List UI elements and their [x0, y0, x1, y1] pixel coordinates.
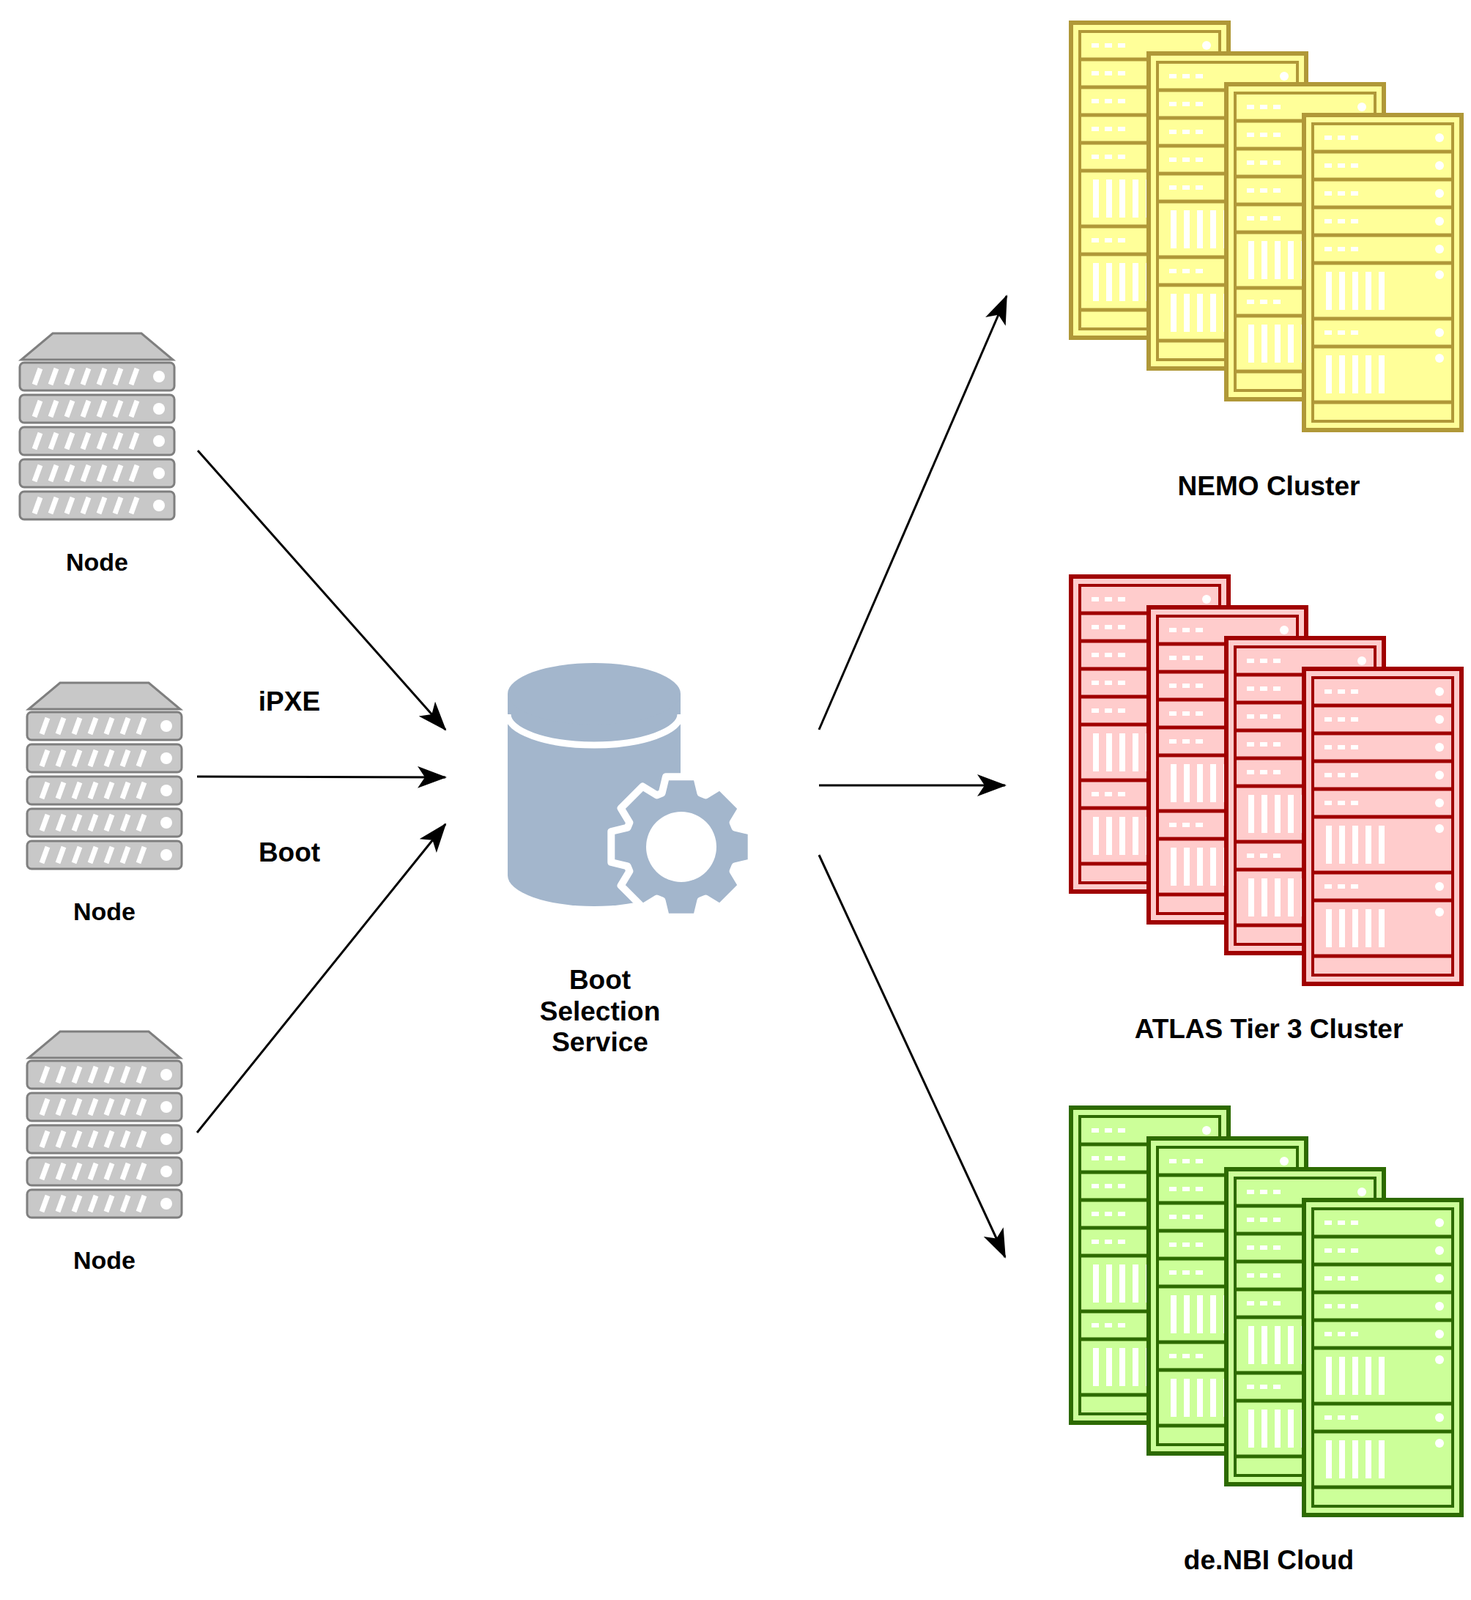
edge-caption: iPXE [255, 686, 324, 718]
node-label: Node [25, 1246, 184, 1275]
server-icon [27, 1031, 182, 1218]
server-node: Node [25, 1029, 184, 1275]
arrow-connector [197, 824, 446, 1133]
server-node: Node [25, 681, 184, 926]
database-gear-icon [507, 662, 752, 918]
server-node: Node [18, 331, 176, 577]
node-label: Node [18, 547, 176, 577]
server-icon [27, 682, 182, 869]
node-label: Boot Selection Service [512, 964, 688, 1059]
cluster-icon [1071, 1107, 1462, 1515]
arrow-connector [197, 776, 446, 778]
cluster-node: ATLAS Tier 3 Cluster [1071, 576, 1467, 1046]
node-label: ATLAS Tier 3 Cluster [1071, 1013, 1467, 1046]
server-icon [19, 333, 175, 520]
service-node: Boot Selection Service [507, 662, 757, 1059]
arrow-connector [819, 295, 1007, 730]
cluster-node: de.NBI Cloud [1071, 1107, 1467, 1577]
cluster-icon [1071, 576, 1462, 984]
edge-caption: Boot [255, 837, 324, 869]
node-label: Node [25, 897, 184, 926]
node-label: de.NBI Cloud [1071, 1544, 1467, 1577]
arrow-connector [819, 854, 1006, 1258]
cluster-icon [1071, 22, 1462, 431]
node-label: NEMO Cluster [1071, 471, 1467, 503]
arrow-connector [197, 450, 446, 730]
cluster-node: NEMO Cluster [1071, 22, 1467, 503]
arrow-connector [819, 784, 1006, 787]
